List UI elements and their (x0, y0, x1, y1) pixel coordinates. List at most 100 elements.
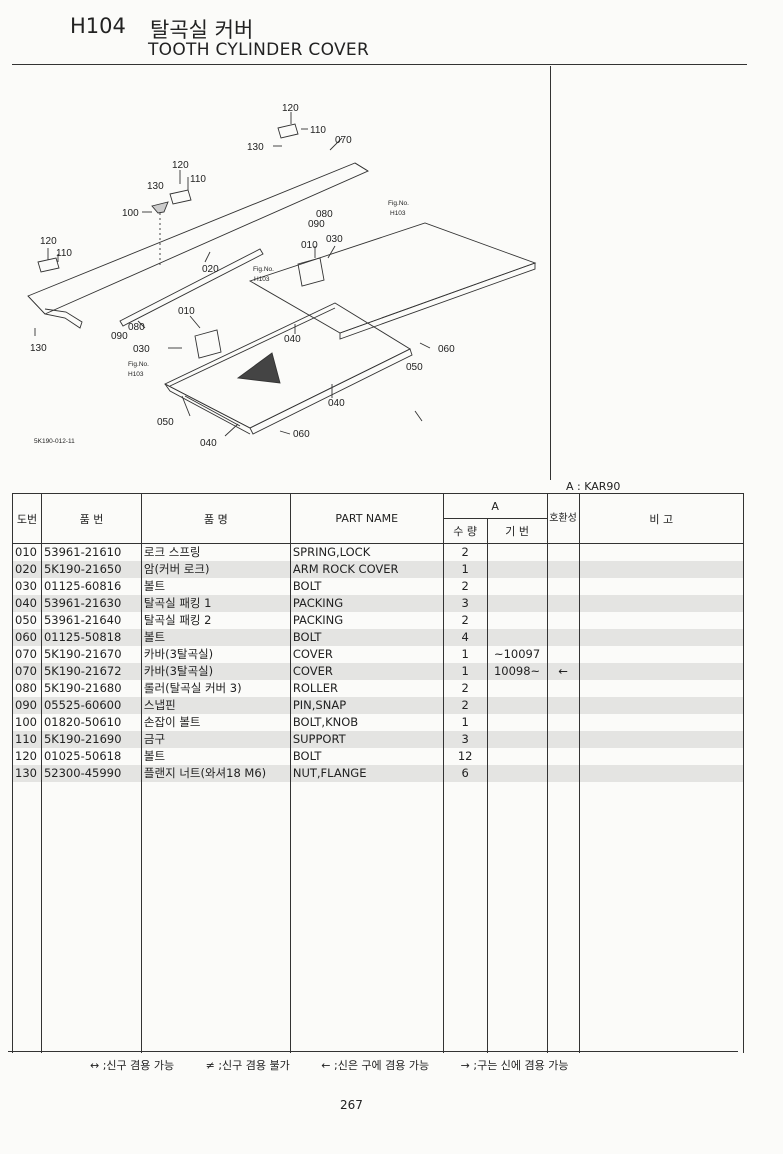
cell-part-name: PACKING (289, 612, 444, 629)
header-name-ko: 품 명 (140, 493, 291, 544)
callout-030: 030 (133, 344, 150, 355)
cell-name-ko: 스냅핀 (140, 697, 291, 714)
cell-remarks (578, 629, 744, 646)
cell-interchange (546, 612, 580, 629)
cell-qty: 3 (442, 731, 488, 748)
filler-cell (12, 782, 42, 1053)
cell-remarks (578, 765, 744, 782)
header-qty: 수 량 (442, 518, 488, 544)
callout-110: 110 (56, 248, 72, 259)
cell-qty: 1 (442, 646, 488, 663)
cell-qty: 1 (442, 714, 488, 731)
cell-name-ko: 볼트 (140, 629, 291, 646)
model-note: A : KAR90 (566, 480, 621, 493)
cell-part-no: 01025-50618 (40, 748, 142, 765)
cell-interchange (546, 578, 580, 595)
drawing-code: 5K190-012-11 (34, 438, 75, 445)
cell-ref-no: 100 (12, 714, 42, 731)
cell-remarks (578, 714, 744, 731)
exploded-parts-diagram: 120 110 070 130 120 130 110 100 080 090 … (27, 103, 537, 449)
interchange-legend: ↔ ;신구 겸용 가능 ≠ ;신구 겸용 불가 ← ;신은 구에 겸용 가능 →… (90, 1057, 597, 1073)
callout-040: 040 (200, 438, 217, 449)
callout-130: 130 (30, 343, 47, 354)
fig-ref-label: Fig.No. (253, 266, 274, 273)
cell-interchange (546, 629, 580, 646)
header-ref-no: 도번 (12, 493, 42, 544)
callout-130: 130 (247, 142, 264, 153)
legend-new-fits-old: ← ;신은 구에 겸용 가능 (321, 1059, 430, 1072)
legend-both-ways: ↔ ;신구 겸용 가능 (90, 1059, 175, 1072)
cell-part-name: BOLT (289, 748, 444, 765)
cell-interchange (546, 595, 580, 612)
callout-070: 070 (335, 135, 352, 146)
cell-serial (486, 714, 548, 731)
cell-ref-no: 090 (12, 697, 42, 714)
cell-interchange (546, 714, 580, 731)
legend-old-fits-new: → ;구는 신에 겸용 가능 (460, 1059, 569, 1072)
cell-part-name: SPRING,LOCK (289, 543, 444, 561)
cell-part-name: SUPPORT (289, 731, 444, 748)
cell-ref-no: 020 (12, 561, 42, 578)
cell-qty: 2 (442, 680, 488, 697)
cell-remarks (578, 748, 744, 765)
cell-part-name: ARM ROCK COVER (289, 561, 444, 578)
cell-name-ko: 카바(3탈곡실) (140, 646, 291, 663)
filler-cell (140, 782, 291, 1053)
callout-030: 030 (326, 234, 343, 245)
callout-060: 060 (438, 344, 455, 355)
cell-remarks (578, 543, 744, 561)
cell-part-no: 53961-21640 (40, 612, 142, 629)
callout-050: 050 (406, 362, 423, 373)
cell-serial (486, 595, 548, 612)
callout-040: 040 (328, 398, 345, 409)
fig-ref-number: H103 (128, 371, 144, 378)
cell-part-no: 5K190-21690 (40, 731, 142, 748)
cell-interchange (546, 748, 580, 765)
cell-qty: 2 (442, 697, 488, 714)
cell-serial (486, 629, 548, 646)
table-filler (12, 782, 744, 1053)
cell-part-no: 05525-60600 (40, 697, 142, 714)
cell-remarks (578, 680, 744, 697)
parts-table: 도번 품 번 품 명 PART NAME A 호환성 비 고 수 량 기 번 0… (12, 493, 744, 1053)
cell-ref-no: 130 (12, 765, 42, 782)
page-number: 267 (340, 1098, 363, 1112)
callout-050: 050 (157, 417, 174, 428)
cell-part-name: PIN,SNAP (289, 697, 444, 714)
fig-ref-number: H103 (390, 210, 406, 217)
cell-remarks (578, 561, 744, 578)
callout-080: 080 (316, 209, 333, 220)
cell-part-name: COVER (289, 646, 444, 663)
cell-name-ko: 탈곡실 패킹 1 (140, 595, 291, 612)
cell-interchange (546, 646, 580, 663)
cell-name-ko: 볼트 (140, 748, 291, 765)
cell-part-no: 5K190-21680 (40, 680, 142, 697)
callout-120: 120 (40, 236, 57, 247)
callout-120: 120 (172, 160, 189, 171)
cell-qty: 12 (442, 748, 488, 765)
cell-part-no: 5K190-21672 (40, 663, 142, 680)
page-code: H104 (70, 14, 126, 38)
cell-serial (486, 561, 548, 578)
cell-remarks (578, 697, 744, 714)
cell-remarks (578, 646, 744, 663)
cell-name-ko: 암(커버 로크) (140, 561, 291, 578)
fig-ref-number: H103 (254, 276, 270, 283)
cell-name-ko: 카바(3탈곡실) (140, 663, 291, 680)
cell-part-name: BOLT (289, 578, 444, 595)
cell-remarks (578, 612, 744, 629)
filler-cell (40, 782, 142, 1053)
cell-serial: 10098~ (486, 663, 548, 680)
fig-ref-label: Fig.No. (128, 361, 149, 368)
title-english: TOOTH CYLINDER COVER (148, 40, 370, 60)
cell-ref-no: 070 (12, 646, 42, 663)
cell-remarks (578, 731, 744, 748)
cell-interchange (546, 765, 580, 782)
